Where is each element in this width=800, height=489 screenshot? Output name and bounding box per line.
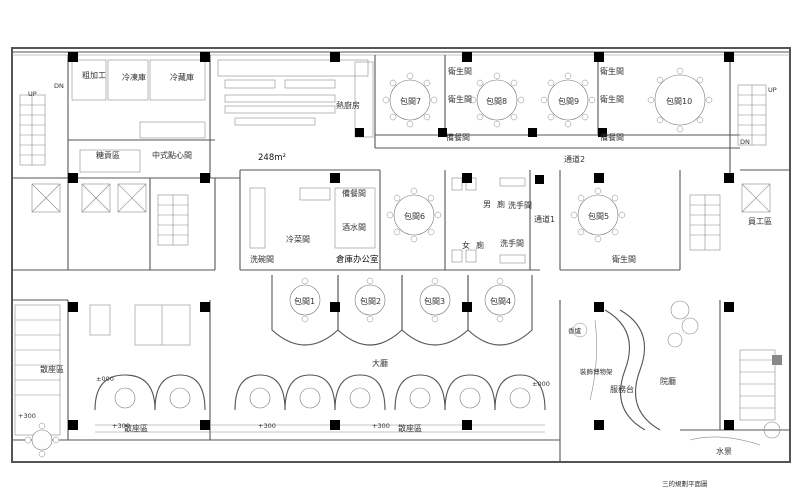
table-room-9: [540, 72, 596, 128]
level-mark-4: +300: [112, 422, 130, 430]
label-corridor-1: 通道1: [534, 214, 555, 224]
label-dining-bottom: 散座區: [398, 423, 422, 433]
label-wash-2: 洗手間: [500, 238, 524, 248]
label-hall: 大廳: [372, 358, 388, 368]
structural-columns: [68, 52, 734, 430]
table-room-5: [570, 187, 626, 243]
stairs-mid-left: [157, 194, 189, 246]
label-reception: 服務台: [610, 384, 634, 394]
level-mark-6: +300: [372, 422, 390, 430]
label-room-6: 包間6: [404, 211, 425, 221]
stair-labels: UP DN UP DN: [28, 82, 777, 146]
label-staff: 員工區: [748, 217, 772, 226]
label-room-4: 包間4: [490, 296, 511, 306]
label-room-7: 包間7: [400, 96, 421, 106]
label-wine-room: 酒水間: [342, 222, 366, 232]
stairs-right: [737, 84, 767, 146]
room-labels: 粗加工 冷凍庫 冷藏庫 熱廚房 中式點心間 糖貢區 248m² 包間7 包間8 …: [40, 66, 772, 456]
hall-booths: [94, 374, 546, 433]
label-room-8: 包間8: [486, 96, 507, 106]
label-wash-1: 洗手間: [508, 200, 532, 210]
level-mark-3: +300: [18, 412, 36, 420]
table-room-6: [386, 187, 442, 243]
label-restroom-1: 衛生間: [448, 66, 472, 76]
label-pantry-2: 備餐間: [600, 132, 624, 142]
label-rough-processing: 粗加工: [82, 70, 106, 80]
label-warehouse-office: 倉庫办公室: [336, 254, 379, 265]
private-room-tables: [382, 67, 713, 243]
label-womens-2: 廁: [476, 240, 484, 250]
level-mark-1: ±000: [96, 375, 114, 383]
shafts: [31, 183, 771, 213]
label-dining-mid: 散座區: [124, 423, 148, 433]
label-room-3: 包間3: [424, 296, 445, 306]
stair-dn-right: DN: [740, 138, 750, 146]
label-mens-2: 廁: [497, 199, 505, 209]
label-room-5: 包間5: [588, 211, 609, 221]
stairs-left: [19, 94, 46, 166]
label-freezer: 冷凍庫: [122, 72, 146, 82]
stair-up-left: UP: [28, 90, 37, 98]
label-restroom-4: 衛生間: [600, 94, 624, 104]
kitchen-equipment: [71, 59, 376, 249]
label-side-note: 裝飾博物架: [580, 367, 613, 376]
label-pantry-1: 備餐間: [446, 132, 470, 142]
left-seating-blocks: [14, 304, 191, 436]
label-cold-storage: 冷藏庫: [170, 72, 194, 82]
rooms-1-4: [271, 275, 533, 346]
courtyard-features: [572, 300, 781, 446]
stairs-mid-right: [689, 194, 721, 251]
table-room-8: [469, 72, 525, 128]
table-room-7: [382, 72, 438, 128]
level-marks: ±000 ±000 +300 +300 +300 +300: [18, 375, 550, 430]
label-cold-dish: 冷菜間: [286, 234, 310, 244]
stair-dn-left: DN: [54, 82, 64, 90]
restroom-fixtures: [451, 177, 526, 264]
label-corridor-2: 通道2: [564, 154, 585, 164]
label-restroom-5: 衛生間: [612, 254, 636, 264]
level-mark-2: ±000: [532, 380, 550, 388]
label-cashier: 糖貢區: [96, 150, 120, 160]
label-womens: 女: [462, 240, 470, 250]
interior-walls: [12, 55, 790, 462]
level-mark-5: +300: [258, 422, 276, 430]
table-room-10: [647, 67, 713, 133]
label-dish-wash: 洗碗間: [250, 254, 274, 264]
bottom-left-tables: [24, 422, 60, 458]
label-entrance-small: 香爐: [568, 326, 582, 335]
bottom-caption: 三的規劃平面圖: [662, 479, 708, 488]
label-mens: 男: [483, 200, 491, 209]
label-hot-kitchen: 熱廚房: [336, 100, 360, 110]
stair-up-right: UP: [768, 86, 777, 94]
label-pantry-3: 備餐間: [342, 188, 366, 198]
label-courtyard: 院廳: [660, 376, 676, 386]
outer-walls: [11, 47, 791, 463]
label-room-9: 包間9: [558, 96, 579, 106]
stairs-lower-right: [739, 349, 782, 421]
label-water-feature: 水景: [716, 446, 732, 456]
label-room-10: 包間10: [666, 96, 692, 106]
label-dim-sum: 中式點心間: [152, 150, 192, 160]
label-area: 248m²: [258, 153, 286, 163]
label-restroom-2: 衛生間: [448, 94, 472, 104]
label-room-1: 包間1: [294, 296, 315, 306]
label-dining-left: 散座區: [40, 364, 64, 374]
label-room-2: 包間2: [360, 296, 381, 306]
label-restroom-3: 衛生間: [600, 66, 624, 76]
